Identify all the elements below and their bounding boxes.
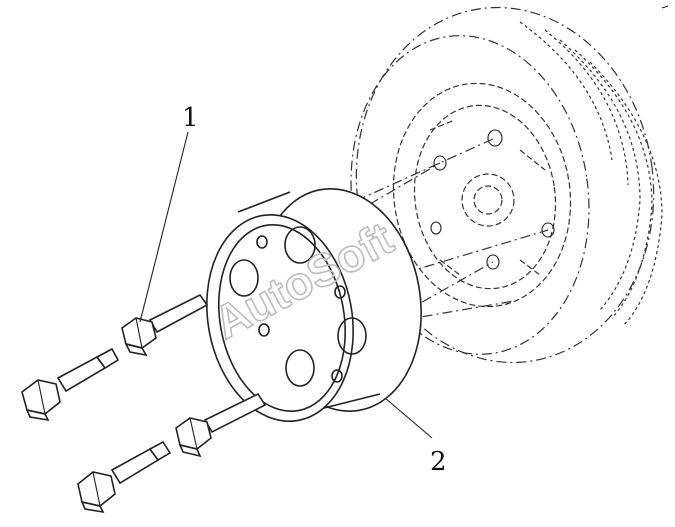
callout-2: 2 [430, 447, 447, 477]
leader-line-2 [384, 397, 433, 439]
tire-tread [519, 21, 663, 326]
wheel-tire-phantom [350, 6, 663, 364]
bolt-upper-long [21, 347, 120, 422]
bolt-lower-short [175, 392, 267, 458]
corner-mark [661, 5, 669, 9]
leader-line-1 [139, 131, 189, 323]
callout-1: 1 [182, 103, 199, 133]
wheel-bolt-holes [430, 129, 555, 270]
bolt-upper-short [121, 293, 209, 357]
wheel-spacer [206, 188, 422, 422]
bolt-lower-long [77, 440, 172, 514]
